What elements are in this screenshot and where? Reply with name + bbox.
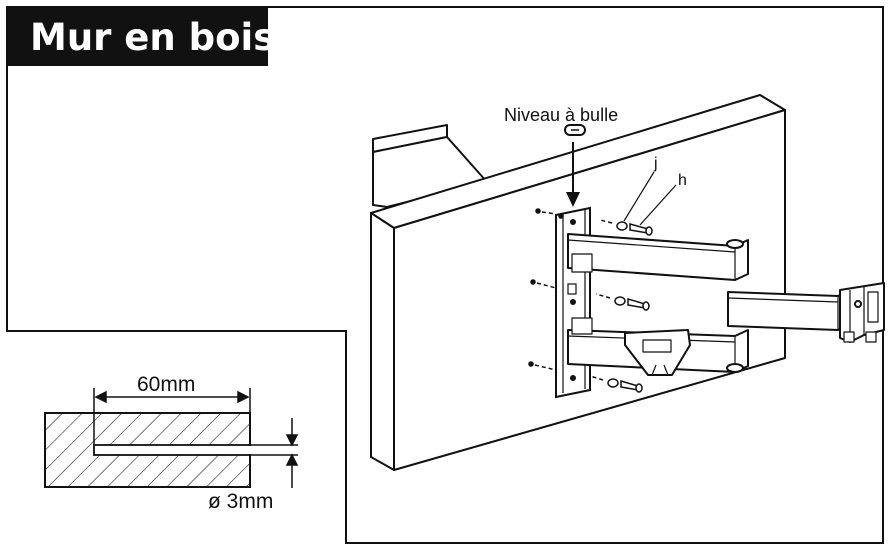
leader-j	[623, 171, 655, 222]
extension-arm	[727, 291, 847, 331]
level-label: Niveau à bulle	[504, 105, 618, 125]
lower-arm	[567, 317, 749, 376]
page-title: Mur en bois	[30, 16, 276, 59]
diameter-label: ø 3mm	[208, 490, 273, 513]
leader-h	[639, 184, 677, 226]
diameter-dimension	[250, 418, 299, 488]
upper-arm	[567, 233, 749, 281]
pilot-hole-section	[93, 444, 251, 456]
part-h-label: h	[678, 172, 687, 189]
fasteners	[528, 208, 653, 393]
washer-j	[616, 221, 628, 231]
pilot-hole	[535, 208, 541, 214]
tv-head-bracket	[839, 282, 885, 343]
depth-dimension	[93, 388, 251, 445]
spirit-level	[564, 124, 586, 207]
drill-hole-section	[44, 412, 252, 488]
depth-label: 60mm	[137, 373, 195, 396]
level-arrow-head	[566, 192, 580, 207]
wall-side-face	[370, 212, 395, 471]
part-j-label: j	[653, 155, 658, 172]
title-banner: Mur en bois	[6, 6, 275, 66]
